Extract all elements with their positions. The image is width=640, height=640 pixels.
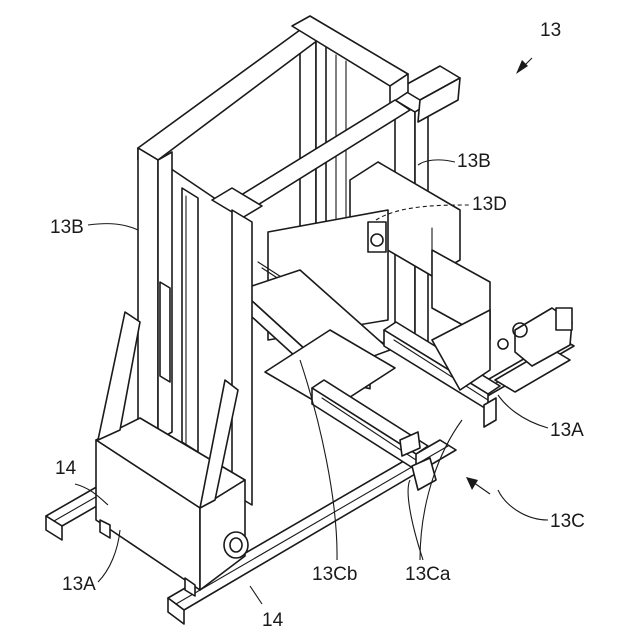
label-14-front: 14 <box>262 610 284 631</box>
label-13Ca: 13Ca <box>405 564 451 585</box>
label-13: 13 <box>540 20 561 41</box>
label-13B-left: 13B <box>50 217 84 238</box>
actuator <box>495 308 572 392</box>
label-13A-right: 13A <box>550 420 584 441</box>
label-13A-left: 13A <box>62 574 96 595</box>
fork-arm-left <box>312 380 436 490</box>
label-14-left: 14 <box>55 458 77 479</box>
label-13D: 13D <box>472 194 507 215</box>
label-13C: 13C <box>550 511 585 532</box>
label-13Cb: 13Cb <box>312 564 357 585</box>
label-13B-right: 13B <box>457 151 491 172</box>
wheel <box>224 532 248 558</box>
